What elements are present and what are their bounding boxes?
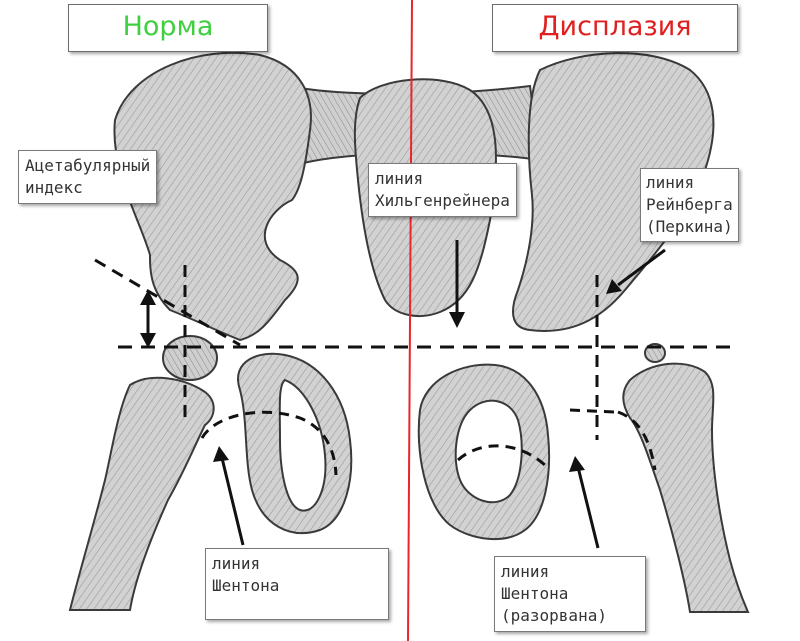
right-obturator-foramen — [454, 399, 523, 504]
shenton-dysplasia-pointer — [576, 466, 600, 549]
left-ilium — [113, 51, 312, 342]
acetabular-index-arrow-bottom — [140, 333, 156, 348]
midline — [407, 0, 413, 641]
title-normal: Норма — [68, 4, 268, 52]
right-shenton-offset — [569, 408, 616, 414]
title-dysplasia: Дисплазия — [492, 4, 738, 52]
left-shenton-line — [200, 410, 338, 476]
left-femur — [68, 376, 215, 611]
label-shenton-dysplasia: линия Шентона (разорвана) — [494, 556, 646, 632]
label-acetabular-index: Ацетабулярный индекс — [18, 150, 158, 204]
shenton-normal-pointer-head — [213, 446, 229, 462]
label-hilgenreiner: линия Хильгенрейнера — [368, 163, 517, 217]
right-shenton-femur — [617, 410, 657, 471]
acetabular-index-arrow-top — [140, 290, 156, 305]
shenton-dysplasia-pointer-head — [569, 456, 585, 472]
label-reinberg: линия Рейнберга (Перкина) — [640, 168, 739, 242]
label-shenton-normal: линия Шентона — [205, 548, 389, 620]
left-femoral-head — [162, 335, 218, 381]
shenton-normal-pointer — [220, 457, 245, 546]
right-ilium — [512, 52, 715, 332]
hilgenreiner-pointer-head — [449, 312, 465, 328]
acetabular-roof-line — [94, 258, 241, 347]
reinberg-pointer-head — [606, 279, 622, 294]
right-femur — [622, 362, 750, 613]
right-shenton-line — [456, 444, 550, 470]
left-obturator-foramen — [278, 378, 327, 512]
reinberg-pointer — [617, 248, 666, 287]
